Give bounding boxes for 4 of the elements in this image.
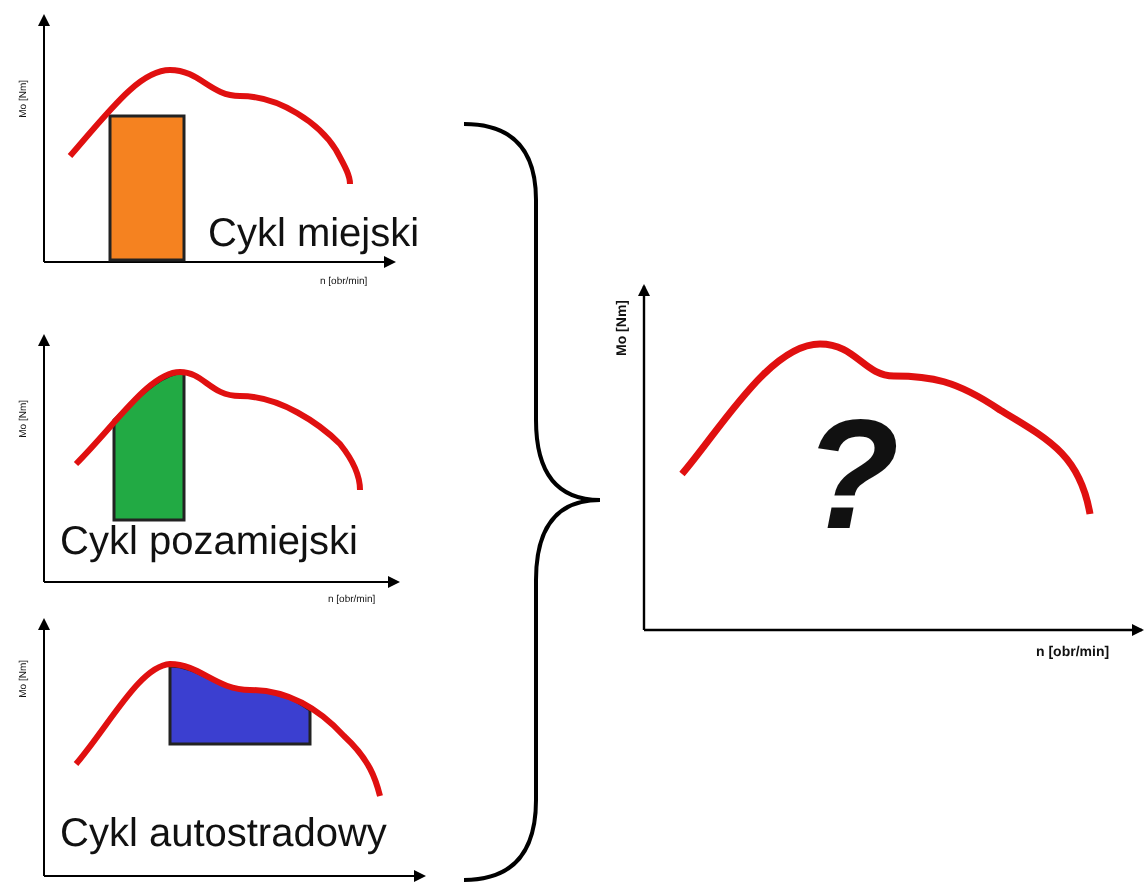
series-label: Cykl pozamiejski bbox=[60, 522, 358, 562]
question-mark: ? bbox=[804, 396, 900, 552]
series-label: Cykl autostradowy bbox=[60, 814, 387, 854]
series-label: Cykl miejski bbox=[208, 214, 420, 254]
